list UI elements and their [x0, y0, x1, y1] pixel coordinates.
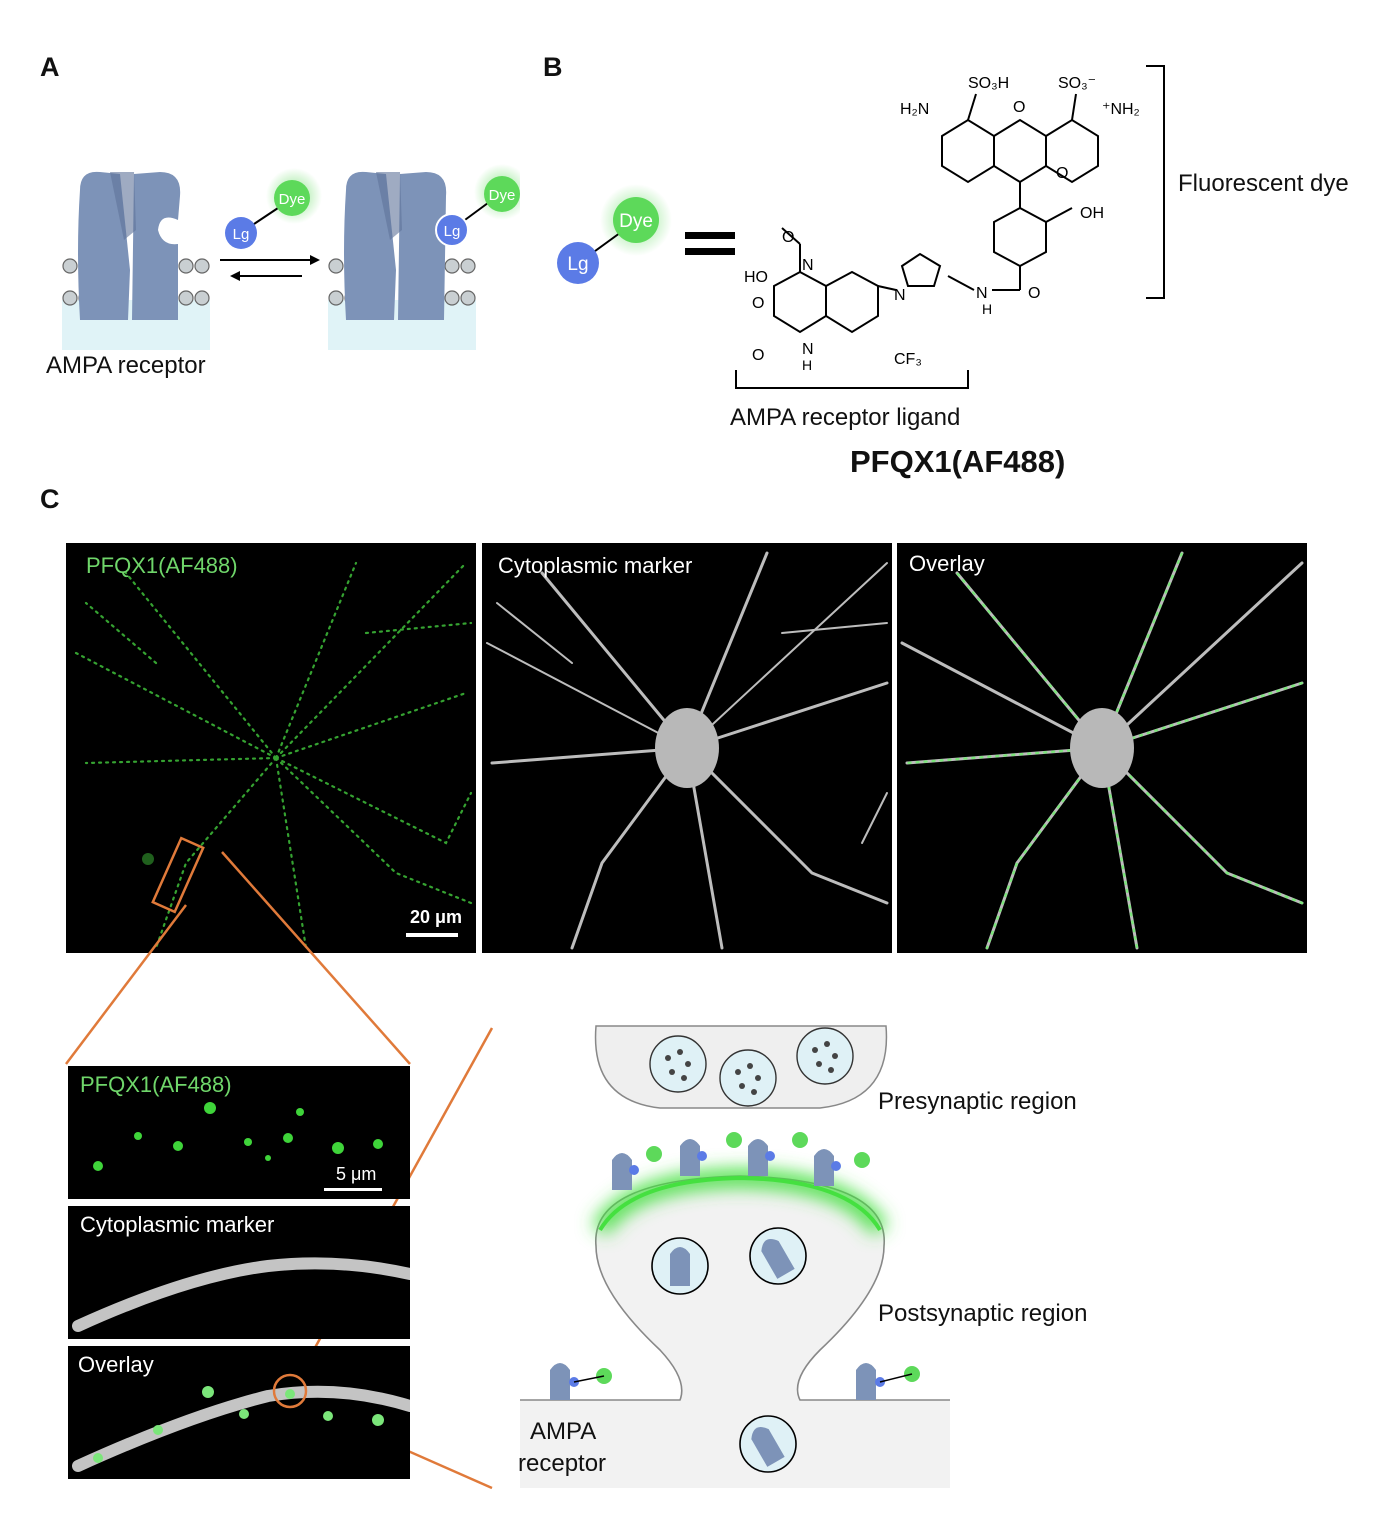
label-zoom-cytoplasmic: Cytoplasmic marker [80, 1212, 275, 1237]
scalebar-5um-text: 5 μm [336, 1164, 377, 1184]
micrograph-overlay: Overlay [897, 543, 1307, 953]
extrasynaptic-receptors [550, 1363, 920, 1400]
dye-key [613, 197, 659, 243]
svg-text:Lg: Lg [233, 226, 250, 243]
ligand-lg-key [557, 242, 599, 284]
ligand-dye-key: Lg Dye [557, 184, 735, 284]
svg-text:H₂N: H₂N [900, 101, 929, 118]
presynaptic-label: Presynaptic region [878, 1088, 1077, 1115]
svg-text:SO₃⁻: SO₃⁻ [1058, 75, 1096, 92]
svg-text:HO: HO [744, 269, 768, 286]
svg-text:O: O [752, 347, 764, 364]
svg-text:H: H [802, 357, 812, 373]
panel-letter-a: A [40, 52, 60, 82]
ligand-lg-free [225, 217, 257, 249]
synaptic-vesicles [649, 1027, 854, 1107]
svg-text:SO₃H: SO₃H [968, 75, 1009, 92]
zoom-box [151, 836, 205, 914]
label-pfqx1: PFQX1(AF488) [86, 553, 238, 578]
micrograph-cytoplasmic: Cytoplasmic marker [482, 543, 892, 953]
panel-letter-b: B [543, 52, 563, 82]
svg-text:O: O [1013, 99, 1025, 116]
svg-text:CF₃: CF₃ [894, 351, 922, 368]
ligand-lg-bound [435, 213, 469, 247]
ampa-receptor-right-bound [344, 171, 447, 320]
compound-name: PFQX1(AF488) [850, 444, 1066, 479]
dye-spots [646, 1132, 870, 1168]
dye-free [274, 180, 310, 216]
zoom-cytoplasmic: Cytoplasmic marker [68, 1206, 410, 1339]
ampa-receptor-ligand-label: AMPA receptor ligand [730, 404, 961, 431]
label-overlay: Overlay [909, 551, 985, 576]
svg-text:O: O [1056, 165, 1068, 182]
ampa-label-line1: AMPA [530, 1418, 597, 1445]
scalebar-20um [406, 933, 458, 937]
synapse-schematic [520, 1025, 950, 1488]
fluorescent-dye-bracket [1146, 65, 1165, 299]
svg-text:OH: OH [1080, 205, 1104, 222]
scalebar-20um-text: 20 μm [410, 907, 463, 927]
label-cytoplasmic: Cytoplasmic marker [498, 553, 693, 578]
ampa-receptor-left [78, 171, 181, 320]
dye-bound [484, 176, 520, 212]
zoom-overlay: Overlay [68, 1346, 410, 1479]
svg-text:Dye: Dye [279, 191, 306, 208]
label-zoom-overlay: Overlay [78, 1352, 154, 1377]
ampa-receptor-label-a: AMPA receptor [46, 352, 206, 379]
fluorescent-dye-label: Fluorescent dye [1178, 170, 1349, 197]
svg-text:O: O [1028, 285, 1040, 302]
endosomal-receptors [651, 1227, 807, 1473]
equals-sign [685, 232, 735, 239]
panel-letter-c: C [40, 484, 60, 514]
label-zoom-pfqx1: PFQX1(AF488) [80, 1072, 232, 1097]
scalebar-5um [324, 1188, 382, 1191]
svg-text:N: N [894, 287, 906, 304]
svg-text:N: N [802, 341, 814, 358]
svg-text:Dye: Dye [619, 211, 653, 232]
panel-a-receptor-binding-diagram: Lg Dye Lg Dye [62, 164, 520, 350]
svg-text:Lg: Lg [444, 223, 461, 240]
svg-text:N: N [976, 285, 988, 302]
svg-text:Dye: Dye [489, 187, 516, 204]
svg-text:O: O [782, 229, 794, 246]
micrograph-pfqx1: PFQX1(AF488) 20 μm [66, 543, 476, 953]
ligand-bracket [735, 370, 969, 389]
synaptic-receptors [612, 1139, 834, 1190]
svg-text:N: N [802, 257, 814, 274]
postsynaptic-spine [520, 1176, 950, 1488]
ampa-label-line2: receptor [518, 1450, 607, 1477]
svg-text:⁺NH₂: ⁺NH₂ [1102, 101, 1140, 118]
zoom-pfqx1: PFQX1(AF488) 5 μm [68, 1066, 410, 1199]
svg-text:Lg: Lg [567, 254, 588, 275]
svg-text:O: O [752, 295, 764, 312]
chemical-structure-pfqx1: SO₃H SO₃⁻ H₂N ⁺NH₂ O O OH O N H N N N H … [744, 75, 1140, 373]
svg-text:H: H [982, 301, 992, 317]
postsynaptic-label: Postsynaptic region [878, 1300, 1088, 1327]
